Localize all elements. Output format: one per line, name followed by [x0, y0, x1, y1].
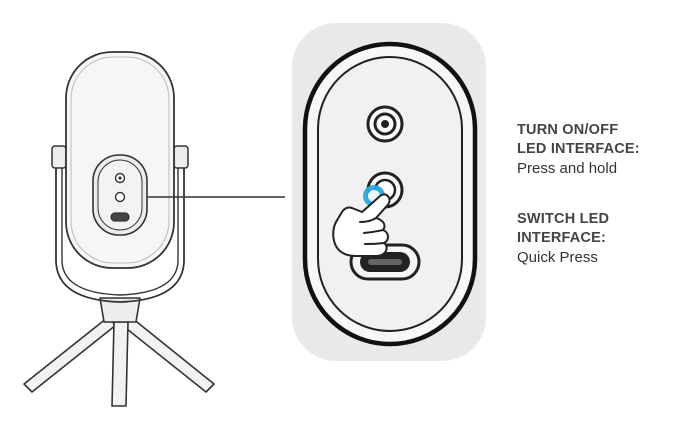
instruction-heading-line1: SWITCH LED	[517, 211, 610, 227]
headphone-jack-icon	[366, 105, 404, 143]
rear-panel-closeup	[302, 41, 478, 347]
microphone-illustration	[23, 51, 215, 407]
instruction-body: Quick Press	[517, 249, 598, 266]
instruction-switch-interface: SWITCH LED INTERFACE: Quick Press	[517, 210, 687, 267]
pointing-hand-icon	[332, 193, 391, 257]
instruction-heading-line2: INTERFACE:	[517, 230, 606, 246]
tripod-stand	[23, 297, 215, 407]
instruction-power-toggle: TURN ON/OFF LED INTERFACE: Press and hol…	[517, 121, 687, 178]
instruction-heading-line1: TURN ON/OFF	[517, 122, 619, 138]
instruction-heading-line2: LED INTERFACE:	[517, 141, 640, 157]
instruction-body: Press and hold	[517, 160, 618, 177]
